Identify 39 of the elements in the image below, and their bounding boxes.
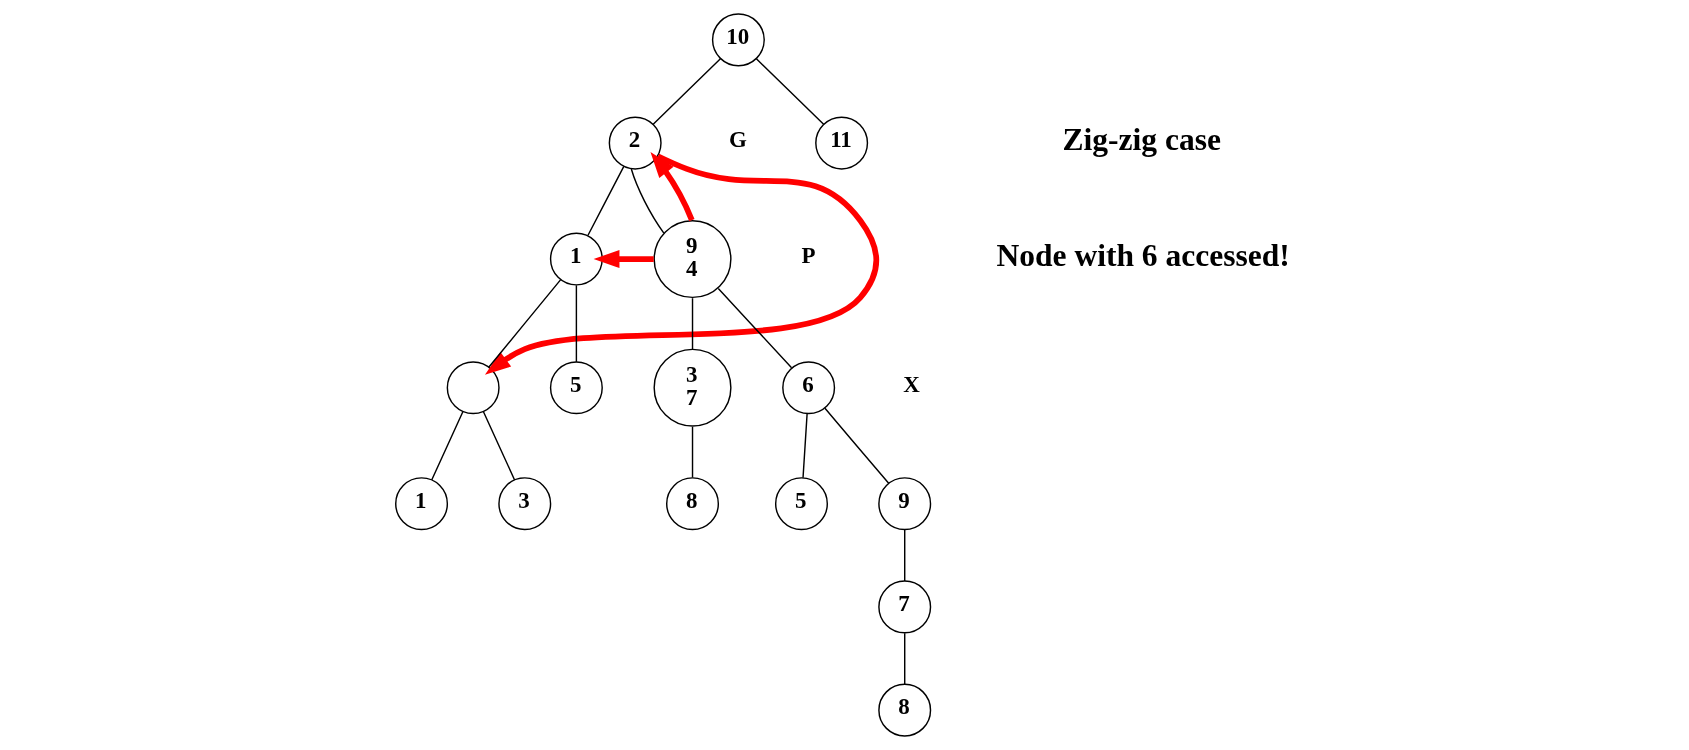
connector <box>691 426 694 479</box>
node-circle <box>446 361 500 415</box>
node-circle: 1 <box>549 232 603 286</box>
node-circle: 3 7 <box>653 348 732 427</box>
node-circle: 7 <box>878 580 932 634</box>
node-circle: 8 <box>666 477 720 531</box>
connector <box>824 407 890 485</box>
connector <box>904 529 906 582</box>
node-circle: 10 <box>711 13 765 67</box>
node-label: G <box>729 127 747 153</box>
connector <box>691 297 694 350</box>
node-circle: 2 <box>608 116 662 170</box>
connector <box>431 410 464 481</box>
node-circle: 9 4 <box>653 220 732 299</box>
node-circle: 5 <box>549 361 603 415</box>
connector <box>802 412 808 479</box>
label: Node with 6 accessed! <box>996 237 1290 273</box>
connector <box>482 410 516 481</box>
connector <box>652 58 722 126</box>
node-circle: 5 <box>774 477 828 531</box>
arrow <box>593 250 654 269</box>
arrow <box>484 153 880 375</box>
connector <box>587 165 625 237</box>
connector <box>717 287 793 369</box>
node-circle: 11 <box>815 116 869 170</box>
connector <box>904 632 906 685</box>
node-label: P <box>801 243 816 269</box>
node-label: X <box>903 371 920 397</box>
connector <box>755 58 825 126</box>
node-circle: 9 <box>878 477 932 531</box>
connector <box>575 284 578 363</box>
connector <box>630 168 665 234</box>
arrow <box>650 152 695 222</box>
node-circle: 1 <box>395 477 449 531</box>
node-circle: 6 <box>782 361 836 415</box>
label: Zig-zig case <box>1062 121 1221 157</box>
connector <box>488 278 562 368</box>
node-circle: 3 <box>498 477 552 531</box>
node-circle: 8 <box>878 683 932 737</box>
